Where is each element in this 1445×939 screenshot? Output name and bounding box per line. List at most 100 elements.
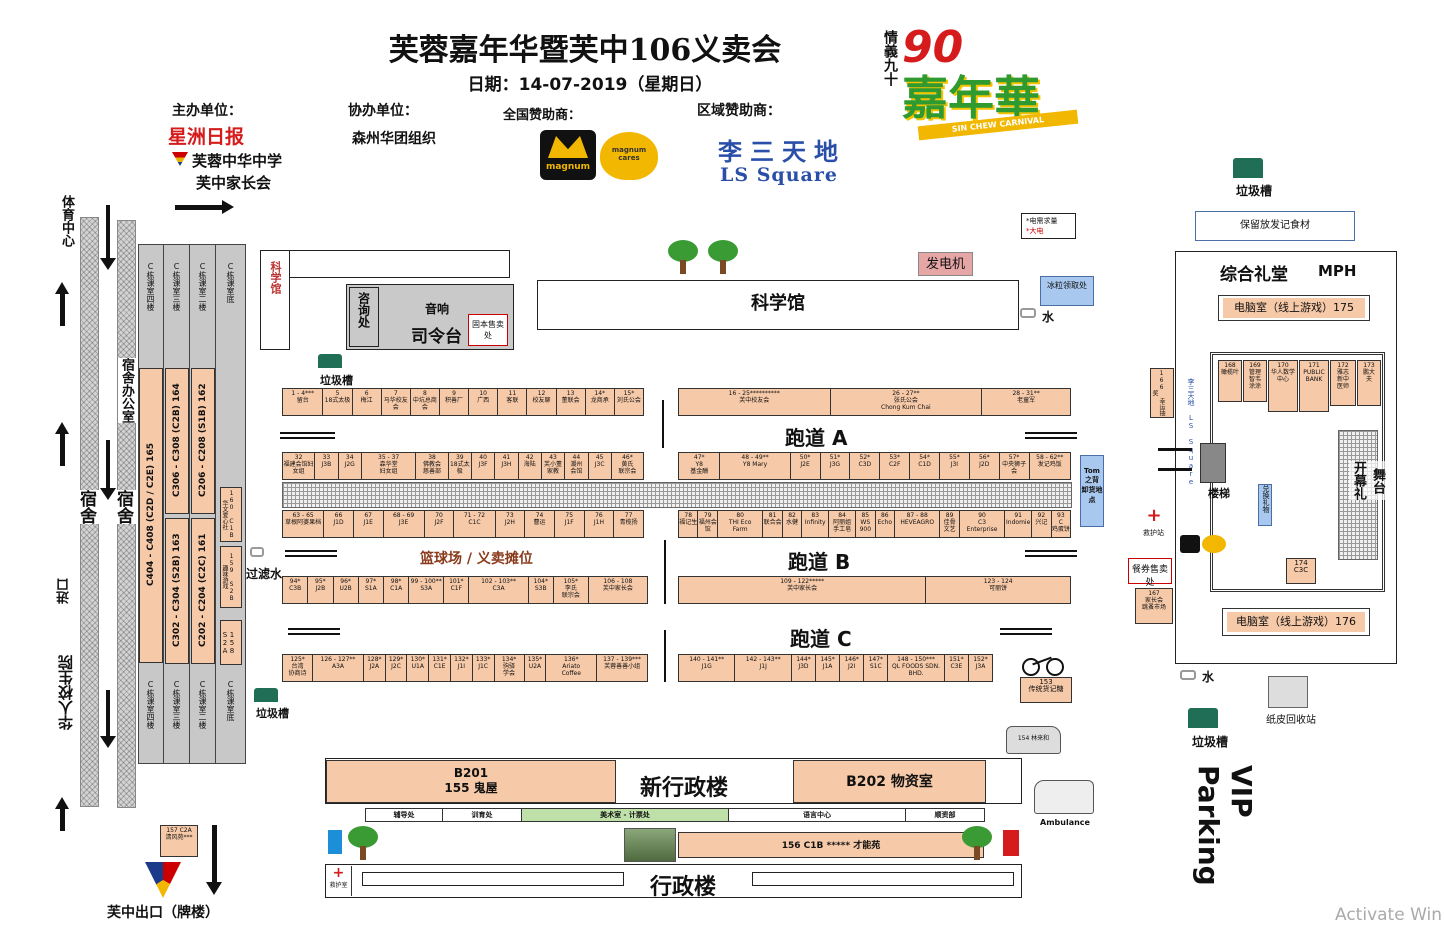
stall[interactable]: 53* C2F — [880, 453, 911, 479]
stall[interactable]: 14* 龙商承 — [585, 389, 615, 415]
room-171[interactable]: 171 PUBLIC BANK — [1299, 360, 1329, 412]
stall[interactable]: 74 曹运 — [525, 511, 555, 537]
stall[interactable]: 51* J3G — [820, 453, 851, 479]
stall[interactable]: 28 - 31** 老童军 — [982, 389, 1070, 415]
stall[interactable]: 96* U2B — [333, 577, 359, 603]
stall[interactable]: 78 福记生 — [679, 511, 699, 537]
stall[interactable]: 80 THI Eco Farm — [717, 511, 764, 537]
stall[interactable]: 50* J2E — [790, 453, 821, 479]
stall[interactable]: 147* S1C — [864, 655, 889, 681]
stall[interactable]: 48 - 49** Y8 Mary — [720, 453, 791, 479]
unload-point[interactable]: Tom之背 卸货地点 — [1080, 455, 1104, 527]
room-170[interactable]: 170 华人数学中心 — [1268, 360, 1298, 412]
stall[interactable]: 8 中坑总商会 — [410, 389, 440, 415]
stall[interactable]: 82 水健 — [782, 511, 803, 537]
stall[interactable]: 63 - 65 草根阿婆果档 — [283, 511, 325, 537]
stall[interactable]: 98* C1A — [384, 577, 410, 603]
stall[interactable]: 67 J1E — [353, 511, 384, 537]
stall[interactable]: 87 - 88 HEVEAGRO — [895, 511, 941, 537]
stall[interactable]: 125* 台湾 协商诗 — [283, 655, 314, 681]
stall[interactable]: 55* J3I — [939, 453, 970, 479]
stall[interactable]: 91 Indomie — [1005, 511, 1033, 537]
stall[interactable]: 126 - 127** A3A — [313, 655, 364, 681]
stall[interactable]: 131* C1E — [429, 655, 451, 681]
stall[interactable]: 135* U2A — [524, 655, 547, 681]
stall[interactable]: 132* J1I — [450, 655, 473, 681]
stall[interactable]: 142 - 143** J1J — [735, 655, 792, 681]
stall[interactable]: 45 J3C — [588, 453, 612, 479]
stall[interactable]: 11 客联 — [498, 389, 528, 415]
pc-room-176[interactable]: 电脑室（线上游戏）176 — [1222, 608, 1370, 636]
stall[interactable]: 57* 中央狮子会 — [999, 453, 1030, 479]
stall[interactable]: 5 18式太极 — [323, 389, 353, 415]
stall[interactable]: 144* J3D — [791, 655, 817, 681]
stall[interactable]: 10 广西 — [469, 389, 499, 415]
stall[interactable]: 6 梅江 — [352, 389, 382, 415]
stall[interactable]: 41 J3H — [495, 453, 519, 479]
fixed-booth[interactable]: 固本售卖处 — [468, 314, 508, 346]
stall[interactable]: 15* 刘氏公会 — [614, 389, 643, 415]
coupon-booth[interactable]: 餐券售卖处 — [1128, 558, 1172, 588]
stall[interactable]: 43 芙小董 家教 — [541, 453, 566, 479]
consult-desk[interactable]: 咨询处 — [349, 287, 379, 347]
stall[interactable]: 109 - 122***** 芙中家长会 — [679, 577, 927, 603]
parent-flea-market[interactable]: 167 家长会 跳蚤市场 — [1135, 588, 1173, 624]
stall[interactable]: 85 WS 900 — [856, 511, 876, 537]
stall[interactable]: 90 C3 Enterprise — [959, 511, 1006, 537]
stall[interactable]: 34 J2G — [338, 453, 362, 479]
room-158[interactable]: 158 S2A — [220, 620, 242, 665]
stall[interactable]: 152* J3A — [968, 655, 993, 681]
stall[interactable]: 76 J1H — [584, 511, 615, 537]
stall[interactable]: 71 - 72 C1C — [454, 511, 496, 537]
pc-room-175[interactable]: 电脑室（线上游戏）175 — [1218, 295, 1370, 321]
stall[interactable]: 86 Echo — [875, 511, 896, 537]
room-174[interactable]: 174 C3C — [1286, 558, 1316, 584]
stall[interactable]: 54* C1D — [910, 453, 940, 479]
room-172[interactable]: 172 雅志 新中 医师 — [1330, 360, 1356, 406]
stall[interactable]: 81 联合会 — [763, 511, 783, 537]
stall[interactable]: 35 - 37 森华堂 妇女组 — [361, 453, 417, 479]
stall[interactable]: 83 Infinity — [802, 511, 830, 537]
infirmary[interactable]: + 救护室 — [326, 866, 352, 896]
room-159[interactable]: 159 S2B 趣味游戏 — [220, 546, 242, 608]
stall[interactable]: 7 马华校友会 — [381, 389, 411, 415]
stall[interactable]: 140 - 141** J1G — [679, 655, 736, 681]
stall[interactable]: 123 - 124 可丽饼 — [926, 577, 1070, 603]
stall[interactable]: 9 积善厂 — [439, 389, 470, 415]
room-173[interactable]: 173 鹏大 夫 — [1357, 360, 1381, 406]
stall[interactable]: 95* J2B — [308, 577, 334, 603]
room-161[interactable]: C202 - C204 (C2C) 161 — [191, 518, 215, 664]
stall[interactable]: 79 福州会馆 — [698, 511, 718, 537]
stall[interactable]: 1 - 4*** 留台 — [283, 389, 324, 415]
stall[interactable]: 40 J3F — [471, 453, 496, 479]
stall[interactable]: 44 潮州 会馆 — [565, 453, 589, 479]
stall[interactable]: 134* 驹驿 学会 — [494, 655, 525, 681]
room-165[interactable]: C404 - C408 (C2D / C2E) 165 — [139, 368, 163, 663]
stall[interactable]: 32 福建会馆妇女组 — [283, 453, 316, 479]
stall[interactable]: 101* C1F — [444, 577, 470, 603]
mph-stage[interactable]: 舞台 开幕礼 — [1338, 430, 1387, 560]
stall-157[interactable]: 157 C2A 清风苑*** — [160, 825, 198, 857]
room-160[interactable]: 160 C1B 华文爱心社 — [220, 487, 242, 542]
stall[interactable]: 133* J1C — [472, 655, 495, 681]
stall[interactable]: 128* J2A — [363, 655, 386, 681]
stall[interactable]: 129* J2C — [385, 655, 408, 681]
stall[interactable]: 106 - 108 芙中家长会 — [588, 577, 647, 603]
stall[interactable]: 145* J1A — [816, 655, 841, 681]
stall[interactable]: 136* Ariato Coffee — [546, 655, 598, 681]
stall[interactable]: 73 J2H — [495, 511, 526, 537]
stall[interactable]: 70 J2F — [424, 511, 455, 537]
stall[interactable]: 26 - 27** 张氏公会 Chong Kum Chai — [830, 389, 983, 415]
stall[interactable]: 151* C3E — [944, 655, 969, 681]
stall[interactable]: 47* Y8 基金酬 — [679, 453, 721, 479]
stall[interactable]: 52* C3D — [850, 453, 881, 479]
lottery-booth[interactable]: 166 幸运抽奖 — [1150, 368, 1174, 418]
room-163[interactable]: C302 - C304 (S2B) 163 — [165, 518, 189, 664]
stall[interactable]: 99 - 100** S3A — [409, 577, 445, 603]
room-169[interactable]: 169 管理 智韦 涂涂 — [1243, 360, 1267, 402]
stall[interactable]: 68 - 69 J3E — [383, 511, 425, 537]
stall[interactable]: 12 校友聊 — [527, 389, 557, 415]
ice-collection[interactable]: 冰粒领取处 — [1040, 276, 1094, 306]
room-164[interactable]: C306 - C308 (C2B) 164 — [165, 368, 189, 514]
room-162[interactable]: C206 - C208 (S1B) 162 — [191, 368, 215, 514]
